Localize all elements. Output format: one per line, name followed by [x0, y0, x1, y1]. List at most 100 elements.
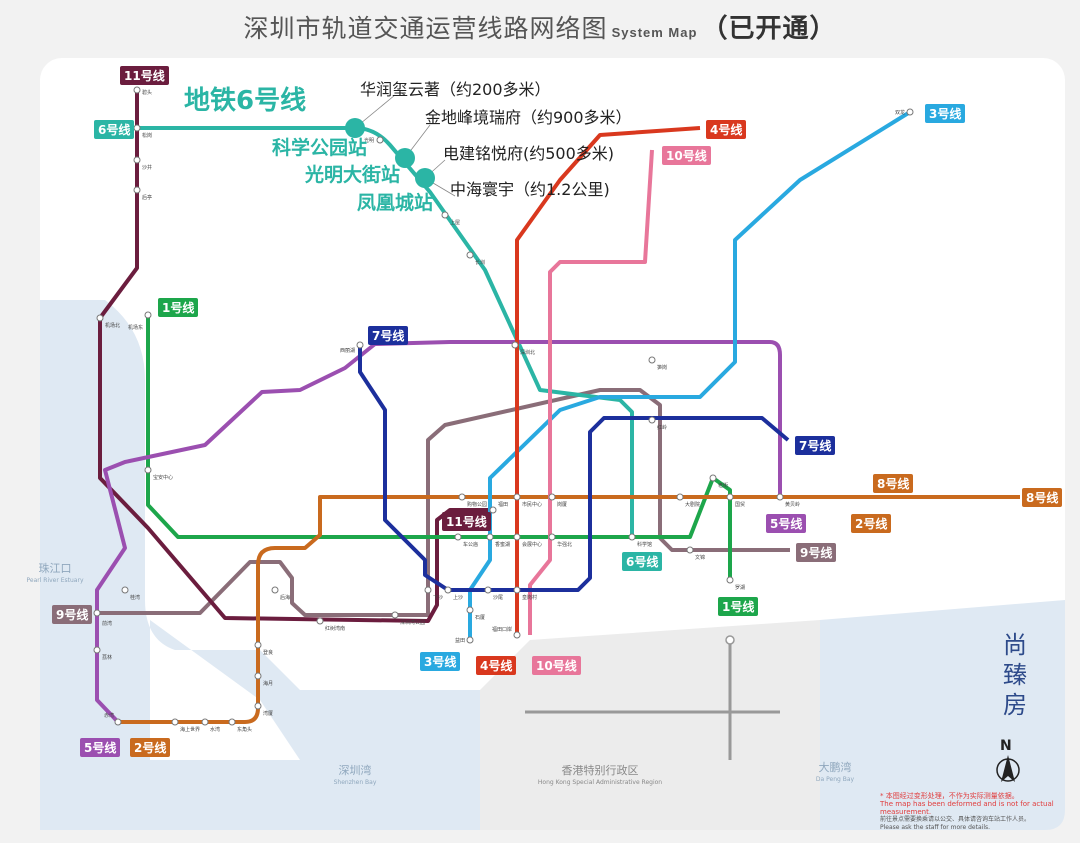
station-label: 老街	[718, 482, 728, 489]
metro-line-9号线	[97, 388, 790, 617]
property-annotation: 电建铭悦府(约500多米)	[443, 144, 615, 163]
station-marker[interactable]	[513, 493, 521, 501]
station-marker[interactable]	[726, 576, 734, 584]
station-marker[interactable]	[171, 718, 179, 726]
notice-line: 前往景点需要换乘请以公交、具体请咨询车站工作人员。	[880, 816, 1031, 823]
region-name-en: Hong Kong Special Administrative Region	[537, 779, 663, 786]
station-label: 东角头	[237, 726, 252, 733]
station-marker[interactable]	[424, 586, 432, 594]
station-marker[interactable]	[628, 533, 636, 541]
station-label: 车公庙	[463, 541, 478, 548]
station-label: 深圳湾公园	[400, 619, 425, 626]
station-marker[interactable]	[513, 631, 521, 639]
station-label: 市民中心	[522, 501, 542, 508]
station-marker[interactable]	[444, 586, 452, 594]
station-label: 长圳	[475, 259, 485, 266]
station-marker[interactable]	[511, 341, 519, 349]
metro-line-1号线	[146, 315, 732, 580]
line-6-badge: 6号线	[622, 552, 663, 571]
region-name: 珠江口	[38, 562, 72, 575]
station-marker[interactable]	[144, 466, 152, 474]
station-label: 松岗	[142, 132, 152, 139]
station-label: 购物公园	[467, 501, 487, 508]
station-marker[interactable]	[376, 136, 384, 144]
title-cn: 深圳市轨道交通运营线路网络图	[243, 14, 608, 43]
line-1-badge: 1号线	[718, 597, 759, 616]
station-marker[interactable]	[484, 586, 492, 594]
station-marker[interactable]	[466, 636, 474, 644]
station-marker[interactable]	[391, 611, 399, 619]
station-marker[interactable]	[96, 314, 104, 322]
station-marker[interactable]	[709, 474, 717, 482]
metro-line-5号线	[95, 340, 782, 724]
station-marker[interactable]	[513, 586, 521, 594]
hk-line	[525, 635, 780, 760]
station-marker[interactable]	[93, 646, 101, 654]
station-marker[interactable]	[486, 533, 494, 541]
station-label: 福田口岸	[492, 626, 512, 633]
station-label: 红树湾南	[325, 625, 345, 632]
region-name: 香港特别行政区	[561, 764, 639, 777]
station-marker[interactable]	[686, 546, 694, 554]
station-marker[interactable]	[133, 124, 141, 132]
station-marker[interactable]	[93, 609, 101, 617]
metro-line-3号线	[468, 110, 912, 640]
station-marker[interactable]	[648, 416, 656, 424]
station-marker[interactable]	[133, 156, 141, 164]
notice-line: Please ask the staff for more details.	[880, 824, 991, 831]
line-1-badge: 1号线	[158, 298, 199, 317]
station-label: 登良	[263, 649, 273, 656]
station-marker[interactable]	[454, 533, 462, 541]
station-marker[interactable]	[316, 617, 324, 625]
station-marker[interactable]	[513, 533, 521, 541]
region-name-en: Shenzhen Bay	[333, 779, 377, 786]
station-marker[interactable]	[466, 606, 474, 614]
station-marker[interactable]	[906, 108, 914, 116]
station-marker[interactable]	[254, 702, 262, 710]
station-marker[interactable]	[356, 341, 364, 349]
station-marker[interactable]	[441, 211, 449, 219]
notice-line: * 本图经过变形处理，不作为实际测量依据。	[880, 792, 1019, 800]
station-marker[interactable]	[648, 356, 656, 364]
line-10-badge: 10号线	[532, 656, 581, 675]
station-marker[interactable]	[133, 186, 141, 194]
station-marker[interactable]	[254, 672, 262, 680]
station-marker[interactable]	[489, 506, 497, 514]
station-label: 罗湖	[735, 584, 745, 591]
station-label: 后海	[280, 594, 290, 601]
station-marker[interactable]	[228, 718, 236, 726]
station-label: 香蜜湖	[495, 541, 510, 548]
line-3-badge: 3号线	[925, 104, 966, 123]
line-11-badge: 11号线	[120, 66, 169, 85]
station-marker[interactable]	[254, 641, 262, 649]
station-label: 机场东	[128, 324, 143, 331]
station-marker[interactable]	[548, 493, 556, 501]
station-marker[interactable]	[466, 251, 474, 259]
title-en: System Map	[611, 25, 698, 40]
line-4-badge: 4号线	[706, 120, 747, 139]
station-label: 荔林	[102, 654, 112, 661]
line-3-badge: 3号线	[420, 652, 461, 671]
station-label: 国贸	[735, 501, 745, 508]
station-label: 光明	[364, 137, 374, 144]
station-label: 赤湾	[104, 712, 114, 719]
station-marker[interactable]	[676, 493, 684, 501]
map-notice: * 本图经过变形处理，不作为实际测量依据。 The map has been d…	[880, 792, 1060, 832]
station-marker[interactable]	[144, 311, 152, 319]
station-marker[interactable]	[458, 493, 466, 501]
station-marker[interactable]	[726, 493, 734, 501]
station-marker[interactable]	[271, 586, 279, 594]
hong-kong-area	[480, 620, 820, 830]
station-label: 机场北	[105, 322, 120, 329]
station-marker[interactable]	[114, 718, 122, 726]
line-8-badge: 8号线	[873, 474, 914, 493]
station-marker[interactable]	[121, 586, 129, 594]
station-marker[interactable]	[133, 86, 141, 94]
station-marker[interactable]	[776, 493, 784, 501]
station-marker[interactable]	[201, 718, 209, 726]
station-marker[interactable]	[548, 533, 556, 541]
station-label: 湾厦	[263, 710, 273, 717]
north-label: N	[1000, 738, 1012, 754]
